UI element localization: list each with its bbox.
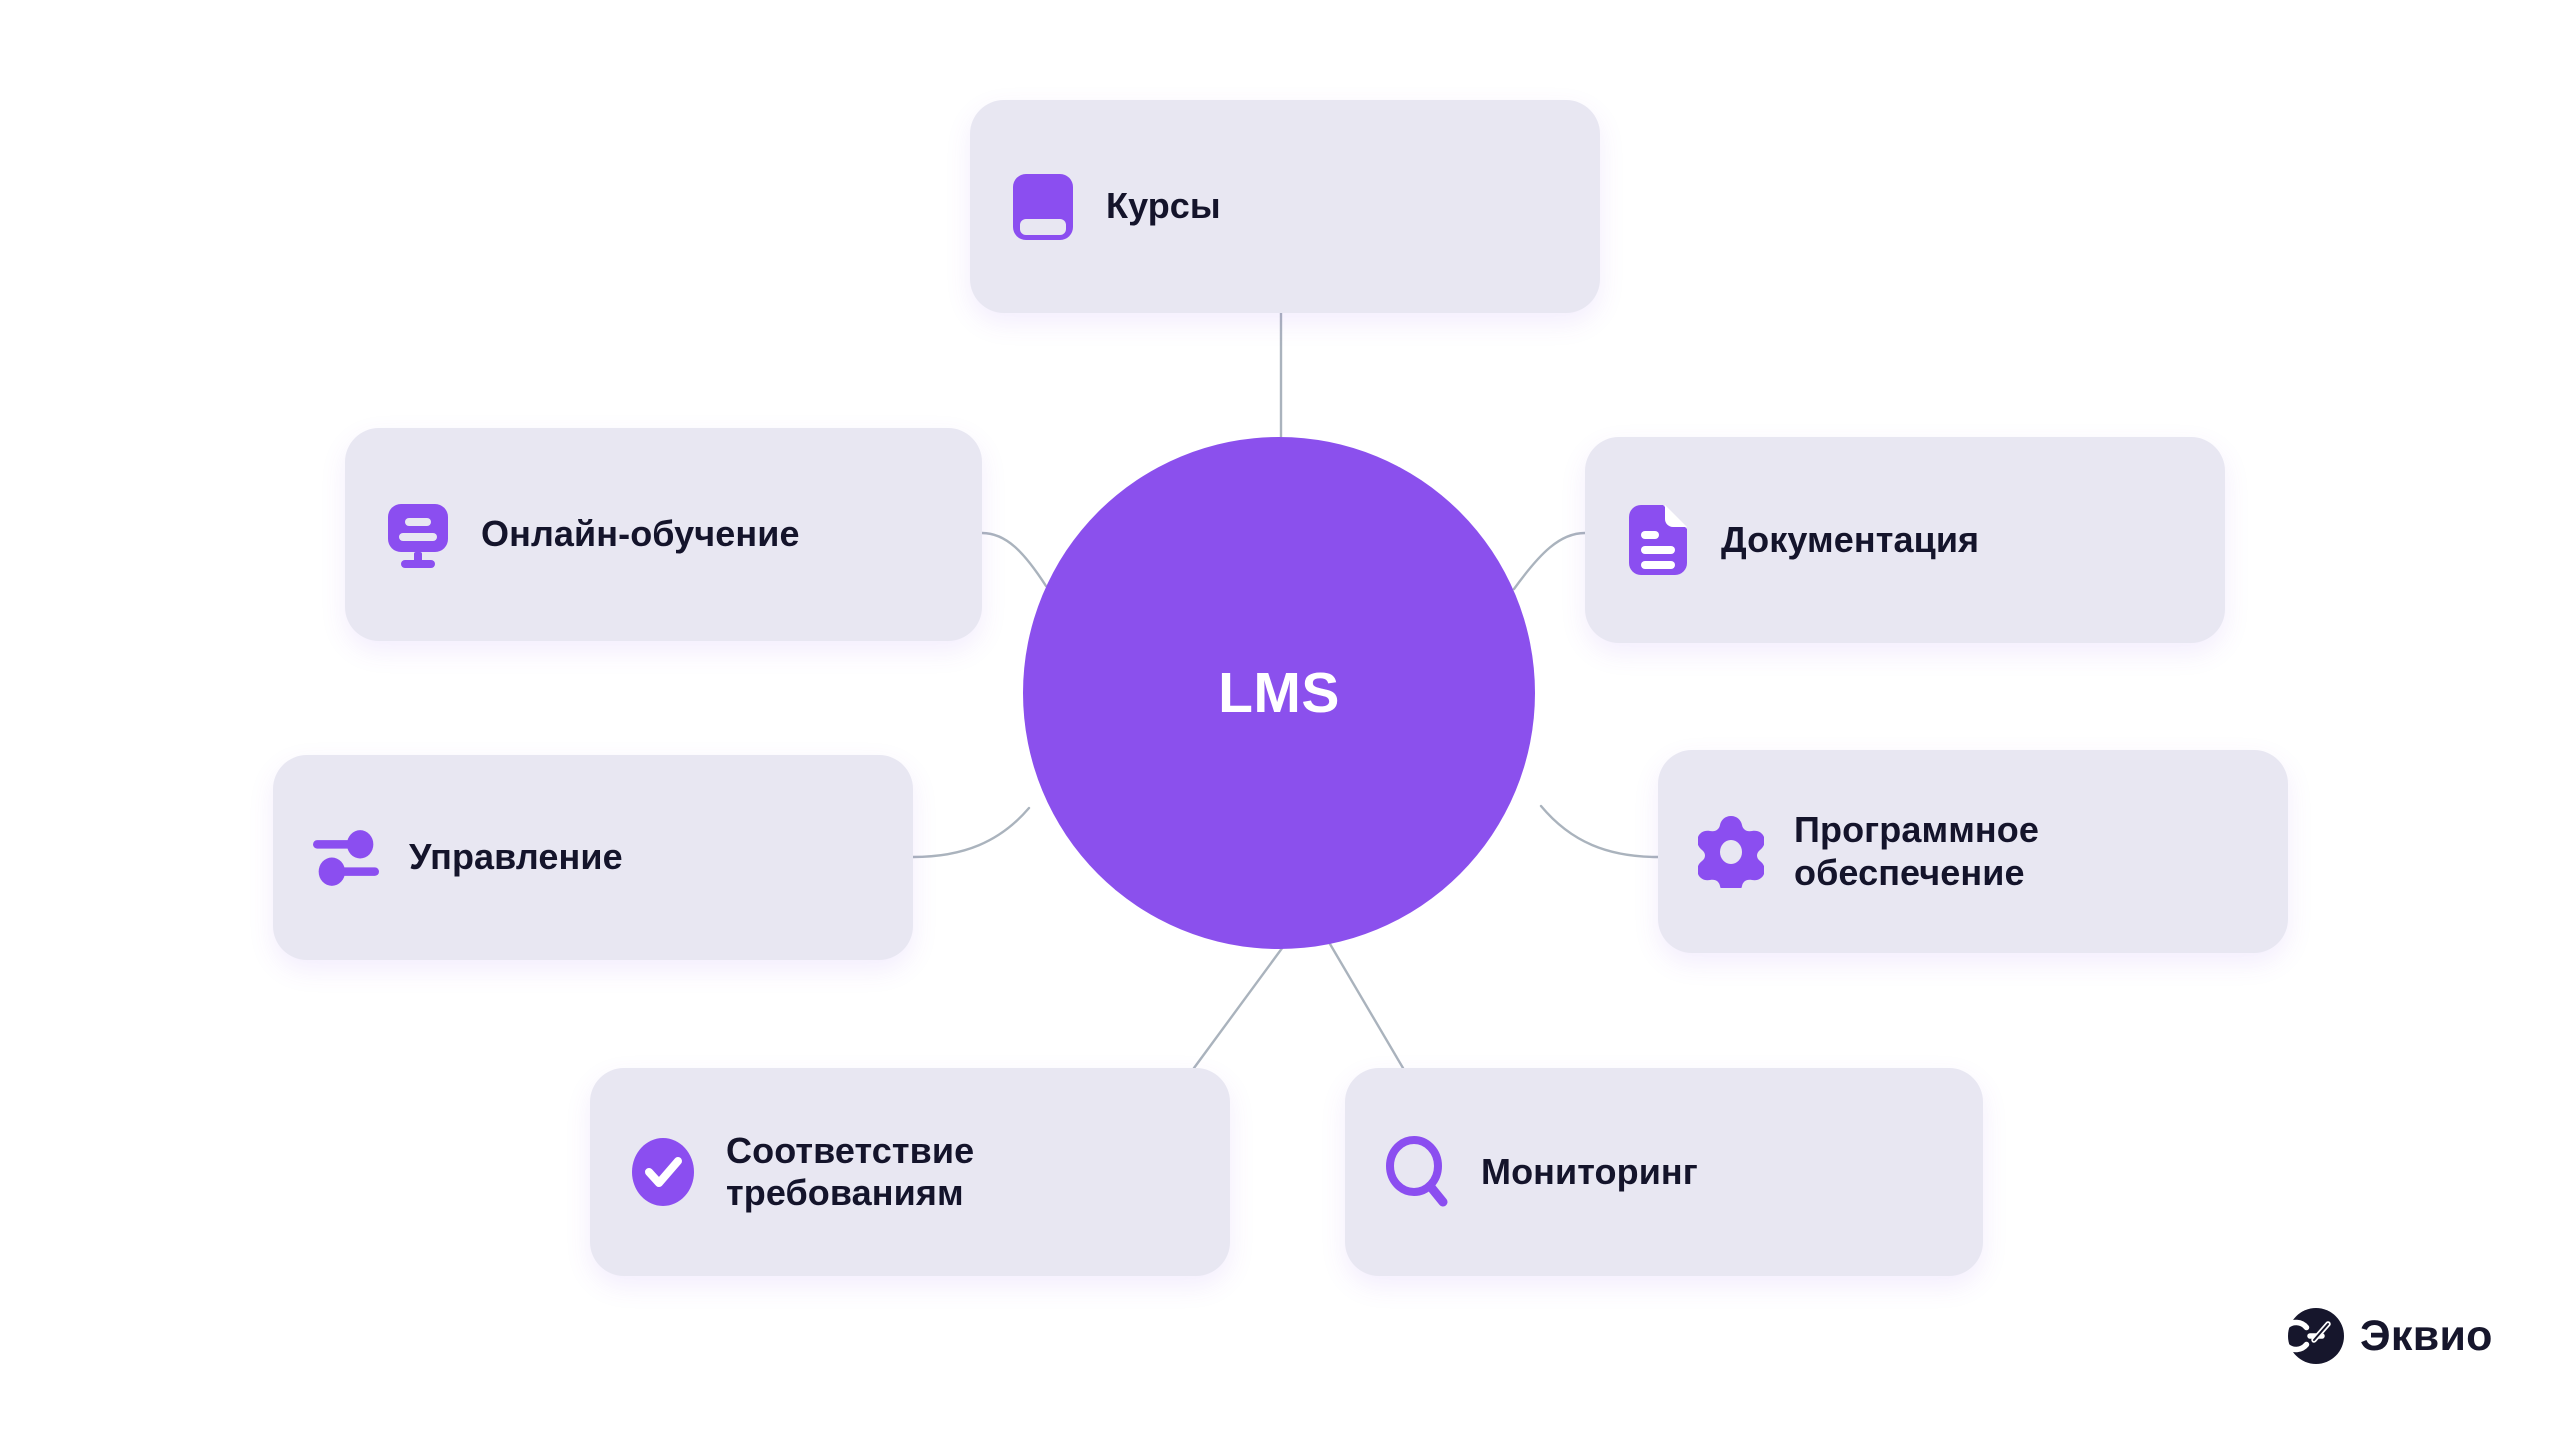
brand-logo: Эквио (2279, 1308, 2493, 1364)
node-online-learning[interactable]: Онлайн-обучение (345, 428, 982, 641)
node-courses[interactable]: Курсы (970, 100, 1600, 313)
eqvio-logo-icon (2279, 1308, 2344, 1364)
search-icon (1385, 1136, 1451, 1207)
connector-compliance (1192, 934, 1293, 1070)
node-compliance[interactable]: Соответствие требованиям (590, 1068, 1230, 1276)
connector-docs (1512, 531, 1587, 591)
connector-monitoring (1328, 942, 1405, 1070)
node-software[interactable]: Программное обеспечение (1658, 750, 2288, 953)
check-circle-icon (630, 1138, 696, 1206)
node-label: Управление (409, 836, 623, 878)
center-node-lms[interactable]: LMS (1023, 437, 1535, 949)
node-monitoring[interactable]: Мониторинг (1345, 1068, 1983, 1276)
node-label: Соответствие требованиям (726, 1129, 975, 1213)
node-label: Программное обеспечение (1794, 809, 2039, 893)
node-management[interactable]: Управление (273, 755, 913, 960)
monitor-icon (385, 502, 451, 568)
book-icon (1010, 173, 1076, 240)
node-documentation[interactable]: Документация (1585, 437, 2225, 643)
connector-online (980, 531, 1048, 588)
brand-name: Эквио (2360, 1311, 2493, 1360)
connector-management (911, 806, 1031, 859)
document-icon (1625, 505, 1691, 575)
center-node-label: LMS (1218, 660, 1340, 725)
sliders-icon (313, 825, 379, 891)
gear-icon (1698, 815, 1764, 888)
node-label: Курсы (1106, 185, 1221, 227)
node-label: Онлайн-обучение (481, 513, 800, 555)
node-label: Документация (1721, 518, 1980, 560)
node-label: Мониторинг (1481, 1150, 1698, 1192)
connector-software (1539, 804, 1660, 859)
